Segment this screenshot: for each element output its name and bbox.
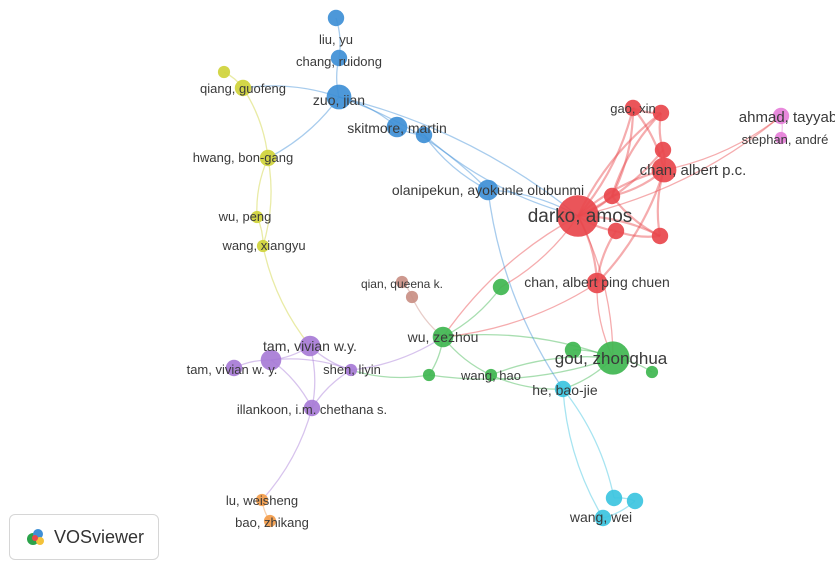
link-olanipekun-he_bao_jie	[487, 189, 564, 390]
node-green_mid[interactable]	[564, 341, 582, 359]
node-cyan_a[interactable]	[605, 489, 623, 507]
node-shen_liyin[interactable]	[344, 363, 358, 377]
node-chan_albert_ping_chuen[interactable]	[586, 272, 608, 294]
label-zuo_jian[interactable]: zuo, jian	[313, 92, 365, 108]
node-skitmore_b[interactable]	[415, 126, 433, 144]
node-lu_weisheng[interactable]	[255, 493, 269, 507]
node-wu_peng[interactable]	[250, 210, 264, 224]
label-tam_vivian_wy[interactable]: tam, vivian w.y.	[263, 338, 357, 354]
node-chan_albert_pc[interactable]	[651, 157, 677, 183]
node-chang_ruidong[interactable]	[330, 49, 348, 67]
label-bao_zhikang[interactable]: bao, zhikang	[235, 515, 309, 530]
node-gou_zhonghua[interactable]	[596, 341, 630, 375]
label-darko_amos[interactable]: darko, amos	[528, 206, 633, 227]
link-gao_xin-red_e	[611, 107, 635, 197]
link-chan_albert_pc-ahmad_tayyab	[663, 115, 782, 171]
label-wang_xiangyu[interactable]: wang, xiangyu	[221, 238, 305, 253]
label-lu_weisheng[interactable]: lu, weisheng	[226, 493, 298, 508]
node-brown_b[interactable]	[405, 290, 419, 304]
link-qiang_guofeng-hwang_bon_gang	[242, 87, 269, 159]
node-illankoon[interactable]	[303, 399, 321, 417]
label-chan_albert_ping_chuen[interactable]: chan, albert ping chuen	[524, 274, 670, 290]
node-darko_amos[interactable]	[557, 195, 599, 237]
label-gao_xin[interactable]: gao, xin	[610, 101, 656, 116]
label-illankoon[interactable]: illankoon, i.m. chethana s.	[237, 402, 387, 417]
link-green_left-shen_liyin	[350, 369, 430, 379]
node-qiang_guofeng[interactable]	[234, 79, 252, 97]
link-green_left-gou_zhonghua	[428, 357, 614, 380]
node-tam_vivian_w_y[interactable]	[225, 359, 243, 377]
link-chan_albert_ping_chuen-wu_zezhou	[442, 282, 598, 338]
node-wu_zezhou[interactable]	[432, 326, 454, 348]
node-hwang_bon_gang[interactable]	[259, 149, 277, 167]
link-he_bao_jie-wang_wei	[562, 388, 604, 519]
label-ahmad_tayyab[interactable]: ahmad, tayyab	[739, 109, 835, 126]
node-green_left[interactable]	[422, 368, 436, 382]
node-wang_hao[interactable]	[484, 368, 498, 382]
label-wang_wei[interactable]: wang, wei	[569, 509, 632, 525]
link-illankoon-lu_weisheng	[261, 407, 313, 501]
label-chan_albert_pc[interactable]: chan, albert p.c.	[640, 162, 747, 179]
label-gou_zhonghua[interactable]: gou, zhonghua	[555, 349, 668, 368]
link-he_bao_jie-cyan_a	[562, 388, 615, 499]
link-darko_amos-wu_zezhou	[442, 215, 579, 338]
label-layer: liu, yu chang, ruidong zuo, jian skitmore, …	[187, 32, 835, 530]
node-layer	[217, 9, 790, 528]
node-he_bao_jie[interactable]	[554, 380, 572, 398]
node-olanipekun[interactable]	[477, 179, 499, 201]
link-wu_zezhou-gou_zhonghua	[442, 333, 614, 359]
link-skitmore_b-darko_amos	[423, 134, 579, 217]
link-zuo_jian-darko_amos	[338, 96, 579, 217]
link-darko_amos-ahmad_tayyab	[577, 115, 782, 217]
node-bao_zhikang[interactable]	[263, 514, 277, 528]
node-red_d[interactable]	[651, 227, 669, 245]
label-qian_queena[interactable]: qian, queena k.	[361, 277, 443, 291]
node-cyan_b[interactable]	[626, 492, 644, 510]
node-wang_wei[interactable]	[594, 509, 612, 527]
label-stephan_andre[interactable]: stephan, andré	[742, 132, 829, 147]
label-hwang_bon_gang[interactable]: hwang, bon-gang	[193, 150, 293, 165]
label-chang_ruidong[interactable]: chang, ruidong	[296, 54, 382, 69]
app-name: VOSviewer	[54, 526, 145, 547]
node-skitmore_martin[interactable]	[386, 116, 408, 138]
vosviewer-badge[interactable]: VOSviewer	[9, 514, 159, 560]
node-wang_xiangyu[interactable]	[256, 239, 270, 253]
node-green_top[interactable]	[492, 278, 510, 296]
label-liu_yu[interactable]: liu, yu	[319, 32, 353, 47]
node-red_b[interactable]	[654, 141, 672, 159]
node-liu_yu[interactable]	[327, 9, 345, 27]
label-wu_peng[interactable]: wu, peng	[218, 209, 272, 224]
label-he_bao_jie[interactable]: he, bao-jie	[532, 382, 598, 398]
link-wang_xiangyu-tam_vivian_wy	[262, 245, 311, 347]
label-wang_hao[interactable]: wang, hao	[460, 368, 521, 383]
node-qian_queena[interactable]	[395, 275, 409, 289]
vosviewer-logo-icon	[27, 529, 44, 545]
node-purple_mid[interactable]	[260, 349, 282, 371]
link-red_a-red_e	[610, 112, 662, 197]
node-stephan_andre[interactable]	[774, 131, 788, 145]
node-zuo_jian[interactable]	[326, 84, 352, 110]
node-tam_vivian_wy[interactable]	[299, 335, 321, 357]
link-chan_albert_pc-chan_albert_ping_chuen	[596, 169, 666, 284]
label-wu_zezhou[interactable]: wu, zezhou	[407, 329, 479, 345]
link-hwang_bon_gang-wang_xiangyu	[262, 157, 272, 247]
node-red_a[interactable]	[652, 104, 670, 122]
node-red_c[interactable]	[607, 222, 625, 240]
node-gao_xin[interactable]	[624, 99, 642, 117]
node-red_e[interactable]	[603, 187, 621, 205]
node-ahmad_tayyab[interactable]	[772, 107, 790, 125]
label-qiang_guofeng[interactable]: qiang, guofeng	[200, 81, 286, 96]
link-layer	[223, 17, 783, 522]
label-skitmore_martin[interactable]: skitmore, martin	[347, 120, 447, 136]
label-tam_vivian_w_y[interactable]: tam, vivian w. y.	[187, 362, 278, 377]
label-shen_liyin[interactable]: shen, liyin	[323, 362, 381, 377]
label-olanipekun[interactable]: olanipekun, ayokunle olubunmi	[392, 182, 584, 198]
node-green_right[interactable]	[645, 365, 659, 379]
node-yellow_small[interactable]	[217, 65, 231, 79]
